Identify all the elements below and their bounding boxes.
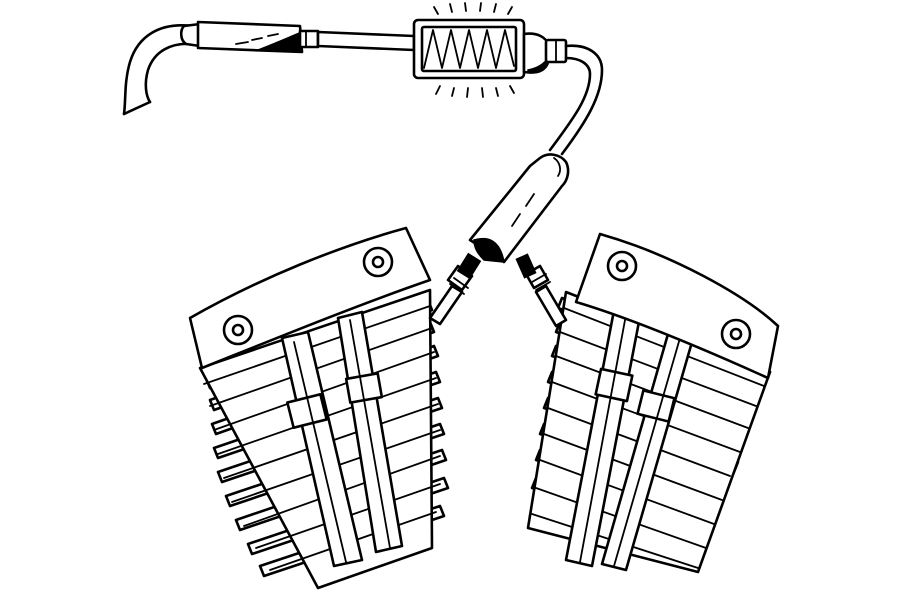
spark-tester-bulb: [412, 2, 568, 98]
spark-plug-rear: [515, 253, 568, 328]
spark-plug-front: [428, 252, 482, 326]
spark-plug-lead: [122, 22, 202, 116]
cylinder-head-right: [526, 232, 780, 574]
boot-connector: [196, 20, 320, 54]
cylinder-head-left: [188, 226, 450, 590]
tester-shaft: [316, 30, 416, 52]
tester-probe: [468, 44, 604, 264]
glow-rays: [433, 2, 515, 98]
pushrod-tubes: [280, 310, 404, 568]
